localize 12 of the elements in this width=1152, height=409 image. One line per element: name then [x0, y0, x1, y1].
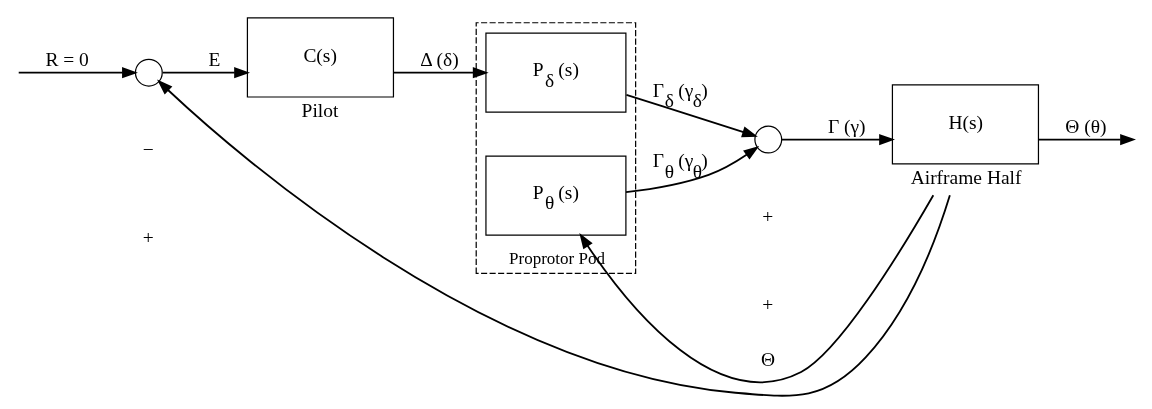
node-label: Airframe Half	[910, 167, 1022, 189]
edge-label: Θ (θ)	[1065, 116, 1107, 138]
node-label: Pilot	[301, 100, 339, 122]
edge-label: Δ (δ)	[420, 49, 459, 71]
edge-label: E	[208, 49, 221, 71]
label: +	[762, 206, 774, 228]
label: −	[142, 139, 154, 161]
edge-label: Γ (γ)	[827, 116, 866, 138]
edge-label: R = 0	[45, 49, 89, 71]
label: +	[762, 293, 774, 315]
label: +	[142, 227, 154, 249]
edge-label: Θ	[760, 348, 776, 370]
